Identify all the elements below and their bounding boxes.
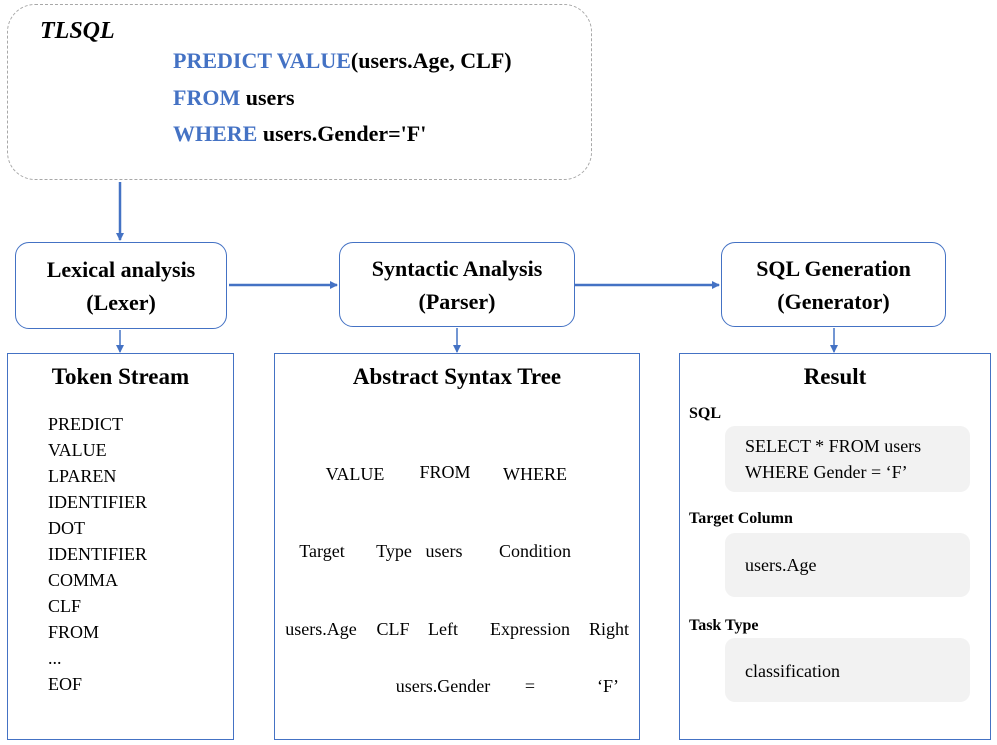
- result-target-label: Target Column: [689, 510, 793, 527]
- result-sql-line2: WHERE Gender = ‘F’: [745, 462, 908, 482]
- token-item: IDENTIFIER: [48, 544, 147, 564]
- token-item: CLF: [48, 596, 82, 616]
- query-line-predict: PREDICT VALUE(users.Age, CLF): [173, 48, 512, 73]
- ast-node-f: ‘F’: [597, 676, 619, 696]
- result-sql-label: SQL: [689, 405, 722, 422]
- stage-parser: Syntactic Analysis (Parser): [339, 242, 575, 327]
- ast-node-clf: CLF: [376, 619, 410, 639]
- token-item: COMMA: [48, 570, 119, 590]
- ast-node-users-age: users.Age: [285, 619, 357, 639]
- query-box: [7, 4, 592, 180]
- token-stream-title: Token Stream: [51, 364, 190, 389]
- stage-generator: SQL Generation (Generator): [721, 242, 946, 327]
- ast-panel: [274, 353, 640, 740]
- ast-node-type: Type: [376, 541, 412, 561]
- ast-node-left: Left: [428, 619, 458, 639]
- stage-parser-sub: (Parser): [418, 288, 496, 314]
- ast-node-users: users: [425, 541, 463, 561]
- stage-generator-title: SQL Generation: [756, 255, 911, 281]
- query-line-where: WHERE users.Gender='F': [173, 121, 427, 146]
- result-task-value: classification: [745, 661, 840, 681]
- token-item: VALUE: [48, 440, 107, 460]
- stage-lexer: Lexical analysis (Lexer): [15, 242, 227, 329]
- stage-lexer-sub: (Lexer): [86, 289, 156, 315]
- ast-node-from: FROM: [419, 462, 471, 482]
- result-task-box: classification: [725, 638, 970, 702]
- token-item: IDENTIFIER: [48, 492, 147, 512]
- token-stream-panel: [7, 353, 234, 740]
- result-title: Result: [803, 364, 867, 389]
- result-sql-line1: SELECT * FROM users: [745, 436, 922, 456]
- ast-title: Abstract Syntax Tree: [352, 364, 562, 389]
- stage-parser-title: Syntactic Analysis: [371, 255, 543, 281]
- ast-node-target: Target: [299, 541, 345, 561]
- ast-node-right: Right: [588, 619, 630, 639]
- token-item: EOF: [48, 674, 83, 694]
- token-item: FROM: [48, 622, 100, 642]
- result-target-value: users.Age: [745, 555, 817, 575]
- ast-node-expression: Expression: [490, 619, 570, 639]
- ast-node-users-gender: users.Gender: [395, 676, 491, 696]
- token-item: ...: [48, 648, 62, 668]
- stage-lexer-title: Lexical analysis: [46, 256, 196, 282]
- result-target-box: users.Age: [725, 533, 970, 597]
- ast-node-condition: Condition: [498, 541, 572, 561]
- token-item: LPAREN: [48, 466, 117, 486]
- token-item: PREDICT: [48, 414, 124, 434]
- query-label: TLSQL: [40, 18, 115, 44]
- result-task-label: Task Type: [689, 617, 759, 634]
- query-line-from: FROM users: [173, 85, 295, 110]
- ast-node-value: VALUE: [325, 464, 385, 484]
- result-sql-box: SELECT * FROM users WHERE Gender = ‘F’: [725, 426, 970, 492]
- ast-node-where: WHERE: [503, 464, 567, 484]
- token-item: DOT: [48, 518, 85, 538]
- ast-node-eq: =: [524, 676, 536, 696]
- stage-generator-sub: (Generator): [777, 288, 890, 314]
